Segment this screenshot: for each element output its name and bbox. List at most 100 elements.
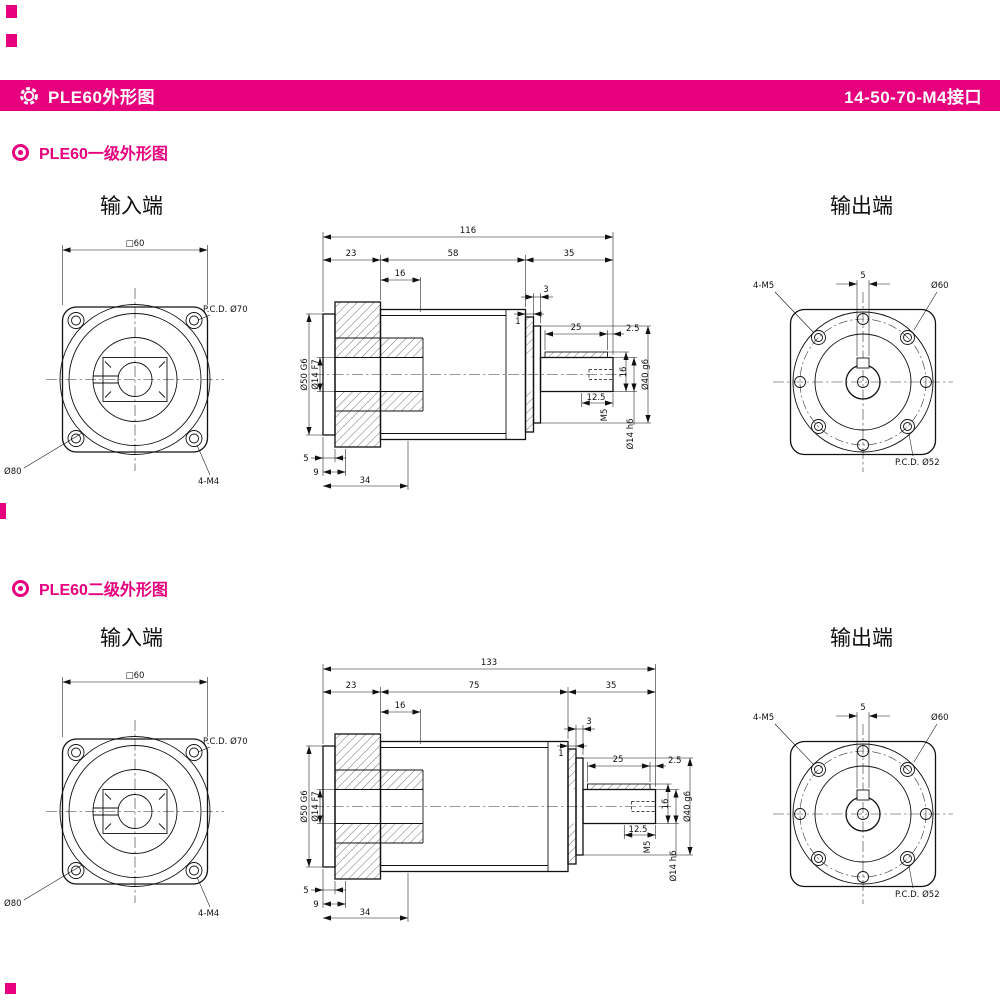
bullseye-icon: [12, 579, 29, 597]
flange-outline: [59, 736, 211, 887]
input-end-label: 输入端: [100, 194, 163, 218]
dim-flange-depth: 23: [346, 681, 357, 691]
dim-step-1: 1: [515, 317, 520, 327]
dim-body-length: 75: [469, 681, 480, 691]
dim-step-9: 9: [313, 900, 318, 910]
output-shaft: [845, 357, 881, 400]
interface-spec: 14-50-70-M4接口: [844, 88, 982, 107]
label-pcd: P.C.D. Ø70: [203, 304, 248, 315]
dim-input-pilot: Ø50 G6: [299, 358, 310, 390]
page-mark: [6, 34, 17, 47]
label-end-tap: M5: [600, 409, 610, 422]
dimensions: □60 P.C.D. Ø70 Ø80 4-M4: [4, 671, 248, 919]
dim-input-bore: Ø14 F7: [310, 359, 321, 390]
output-shaft: [845, 789, 881, 832]
dim-key-width: 5: [860, 271, 865, 281]
dim-total-length: 133: [481, 658, 497, 668]
page-mark: [5, 983, 16, 994]
dim-step-9: 9: [313, 468, 318, 478]
center-lines: [46, 720, 224, 903]
mount-holes: [67, 744, 203, 879]
dim-key-end-gap: 2.5: [626, 324, 640, 334]
dim-input-bore: Ø14 F7: [310, 791, 321, 822]
dim-output-length: 35: [606, 681, 617, 691]
dim-hub-length: 34: [360, 908, 371, 918]
dim-body-length: 58: [448, 249, 459, 259]
side-section-view-1: 116 23 58 35 16 3 1 25 2.5 12.5 M5 16 Ø4…: [299, 226, 651, 490]
dim-step-3: 3: [543, 285, 548, 295]
housing-outline: [322, 301, 614, 448]
label-output-taps: 4-M5: [753, 281, 774, 291]
dim-step-1: 1: [558, 749, 563, 759]
dimension-labels: 116 23 58 35 16 3 1 25 2.5 12.5 M5 16 Ø4…: [299, 226, 651, 486]
side-section-view-2: 133 23 75 35 16 3 1 25 2.5 12.5 M5 16 Ø4…: [299, 658, 693, 922]
dim-hub-length: 34: [360, 476, 371, 486]
dim-shaft-dia: Ø14 h6: [668, 850, 679, 881]
dim-key-length: 25: [613, 755, 624, 765]
dimension-labels: 133 23 75 35 16 3 1 25 2.5 12.5 M5 16 Ø4…: [299, 658, 693, 918]
bullseye-icon: [12, 143, 29, 161]
section-heading-1: PLE60一级外形图: [12, 140, 168, 164]
dim-pilot-depth: 5: [303, 454, 308, 464]
dim-step-3: 3: [586, 717, 591, 727]
input-end-view-1: □60 P.C.D. Ø70 Ø80 4-M4: [4, 239, 248, 487]
section-title: PLE60二级外形图: [39, 582, 168, 599]
label-output-taps: 4-M5: [753, 713, 774, 723]
dimensions: □60 P.C.D. Ø70 Ø80 4-M4: [4, 239, 248, 487]
dim-key-end-gap: 2.5: [668, 756, 682, 766]
dim-tap-depth: 12.5: [587, 393, 606, 403]
label-mount-taps: 4-M4: [198, 477, 219, 487]
bullseye-dot: [18, 585, 23, 591]
housing-outline: [322, 733, 657, 880]
label-output-flange: Ø60: [931, 280, 949, 291]
mount-holes: [794, 313, 932, 451]
section-hatching: [335, 302, 608, 447]
label-pcd: P.C.D. Ø70: [203, 736, 248, 747]
dim-key-width: 5: [860, 703, 865, 713]
page-mark: [0, 503, 6, 519]
dim-motor-inset: 16: [395, 701, 406, 711]
mount-holes: [67, 312, 203, 447]
dim-output-pilot: Ø40 g6: [682, 791, 693, 822]
dimension-lines: [306, 666, 693, 921]
input-end-label: 输入端: [100, 626, 163, 650]
section-title: PLE60一级外形图: [39, 146, 168, 163]
title-bar: PLE60外形图 14-50-70-M4接口: [0, 80, 1000, 111]
dim-pilot-depth: 5: [303, 886, 308, 896]
label-flange-dia: Ø80: [4, 466, 22, 477]
dim-square-size: □60: [126, 239, 145, 249]
section-hatching: [335, 734, 650, 879]
output-end-view-2: 5 4-M5 Ø60 P.C.D. Ø52: [753, 703, 953, 904]
dimensions: 5 4-M5 Ø60 P.C.D. Ø52: [753, 703, 949, 900]
label-output-pcd: P.C.D. Ø52: [895, 457, 940, 468]
label-output-pcd: P.C.D. Ø52: [895, 889, 940, 900]
dim-output-length: 35: [564, 249, 575, 259]
page-title: PLE60外形图: [48, 88, 155, 107]
title-bar-left: PLE60外形图: [18, 83, 155, 108]
output-end-view-1: 5 4-M5 Ø60 P.C.D. Ø52: [753, 271, 953, 472]
center-lines: [773, 292, 953, 472]
bullseye-dot: [18, 149, 23, 155]
dimension-lines: [306, 234, 651, 489]
extension-lines: [306, 232, 651, 490]
label-output-flange: Ø60: [931, 712, 949, 723]
dim-square-size: □60: [126, 671, 145, 681]
label-end-tap: M5: [643, 841, 653, 854]
dim-key-length: 25: [571, 323, 582, 333]
dim-tap-depth: 12.5: [629, 825, 648, 835]
center-lines: [773, 724, 953, 904]
page-mark: [6, 5, 17, 18]
output-end-label: 输出端: [830, 626, 893, 650]
dim-key-height: 16: [619, 367, 629, 378]
section-heading-2: PLE60二级外形图: [12, 576, 168, 600]
gear-icon: [20, 86, 38, 105]
flange-outline: [59, 304, 211, 455]
dim-flange-depth: 23: [346, 249, 357, 259]
flange-outline: [789, 308, 937, 456]
label-mount-taps: 4-M4: [198, 909, 219, 919]
center-lines: [46, 288, 224, 471]
dim-total-length: 116: [460, 226, 476, 236]
mount-holes: [794, 745, 932, 883]
output-end-label: 输出端: [830, 194, 893, 218]
input-end-view-2: □60 P.C.D. Ø70 Ø80 4-M4: [4, 671, 248, 919]
